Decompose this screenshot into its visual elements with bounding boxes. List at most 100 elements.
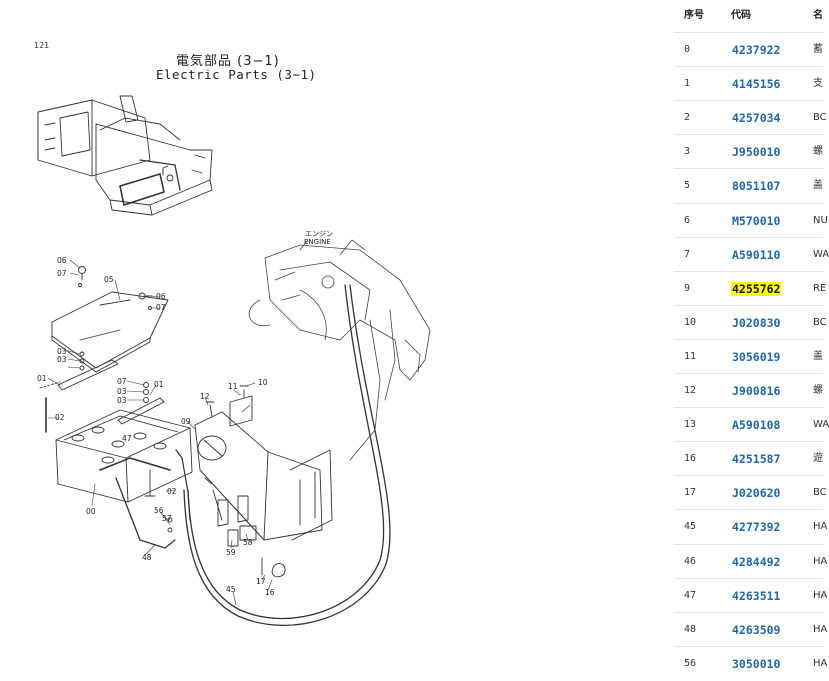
- callout-label[interactable]: 58: [243, 538, 253, 547]
- relay-bracket: [194, 385, 333, 578]
- part-name: BC: [813, 316, 827, 328]
- leader-lines: [47, 259, 273, 606]
- callout-label[interactable]: 03: [57, 355, 67, 364]
- callout-label[interactable]: 01: [154, 380, 164, 389]
- part-code-link[interactable]: 4257034: [732, 111, 781, 126]
- callout-label[interactable]: 06: [57, 256, 67, 265]
- part-code-link[interactable]: 3050010: [732, 656, 781, 671]
- row-index: 0: [684, 44, 691, 55]
- column-header-name: 名: [813, 10, 823, 21]
- part-name: HA: [813, 521, 828, 533]
- table-row[interactable]: 48 4263509 HA: [674, 611, 827, 647]
- callout-label[interactable]: 03: [117, 396, 127, 405]
- callout-label[interactable]: 02: [55, 413, 65, 422]
- row-index: 5: [684, 180, 691, 192]
- row-index: 3: [684, 146, 691, 158]
- part-name: HA: [813, 623, 828, 635]
- callout-label[interactable]: 03: [117, 387, 127, 396]
- row-index: 45: [684, 521, 697, 533]
- callout-label[interactable]: 07: [57, 269, 67, 278]
- row-index: 47: [684, 589, 697, 601]
- part-code-link[interactable]: 4263511: [732, 588, 781, 603]
- part-code-link-highlighted[interactable]: 4255762: [731, 281, 782, 296]
- callout-label[interactable]: 16: [265, 588, 275, 597]
- part-name: 蓄: [813, 44, 823, 55]
- diagram-title-jp: 電気部品 (3−1): [176, 54, 280, 69]
- callout-label[interactable]: 07: [156, 303, 166, 312]
- part-code-link[interactable]: 4263509: [732, 622, 781, 637]
- part-code-link[interactable]: 4145156: [732, 77, 781, 92]
- engine-sketch: [248, 239, 431, 461]
- row-index: 10: [684, 316, 697, 328]
- page-number: 121: [34, 41, 50, 50]
- callout-label[interactable]: 10: [258, 378, 268, 387]
- callout-label[interactable]: 06: [156, 292, 166, 301]
- part-code-link[interactable]: 4277392: [732, 520, 781, 535]
- callout-label[interactable]: 03: [57, 347, 67, 356]
- callout-label[interactable]: 05: [104, 275, 114, 284]
- callout-label[interactable]: 12: [200, 392, 210, 401]
- engine-label-en: ENGINE: [304, 238, 331, 246]
- callout-label[interactable]: 00: [86, 507, 96, 516]
- part-name: 螺: [813, 146, 823, 158]
- callout-label[interactable]: 59: [226, 548, 236, 557]
- part-code-link[interactable]: 4284492: [732, 554, 781, 569]
- table-row[interactable]: 10 J020830 BC: [674, 304, 827, 340]
- part-code-link[interactable]: 3056019: [732, 349, 781, 364]
- table-row[interactable]: 3 J950010 螺: [674, 134, 823, 169]
- callout-label[interactable]: 11: [228, 382, 238, 391]
- part-code-link[interactable]: J900816: [732, 384, 781, 399]
- row-index: 56: [684, 657, 697, 669]
- part-code-link[interactable]: A590108: [732, 418, 781, 433]
- part-code-link[interactable]: J020830: [732, 315, 781, 330]
- row-index: 48: [684, 623, 697, 635]
- table-row[interactable]: 47 4263511 HA: [674, 577, 827, 613]
- part-name: 盖: [813, 180, 823, 192]
- column-header-code: 代码: [731, 10, 751, 21]
- callout-label[interactable]: 07: [117, 377, 127, 386]
- callout-label[interactable]: 09: [181, 417, 191, 426]
- row-index: 11: [684, 350, 697, 362]
- callout-label[interactable]: 45: [226, 585, 236, 594]
- callout-label[interactable]: 17: [256, 577, 266, 586]
- part-name: BC: [813, 112, 827, 124]
- callout-label[interactable]: 57: [162, 514, 172, 523]
- table-row[interactable]: 45 4277392 HA: [674, 509, 827, 544]
- table-row[interactable]: 5 8051107 盖: [674, 168, 823, 203]
- part-code-link[interactable]: M570010: [732, 213, 781, 228]
- callout-label[interactable]: 48: [142, 553, 152, 562]
- callout-label[interactable]: 01: [37, 374, 47, 383]
- row-index: 9: [684, 282, 691, 294]
- part-code-link[interactable]: 8051107: [732, 179, 781, 194]
- column-header-no: 序号: [684, 10, 704, 21]
- part-code-link[interactable]: 4251587: [732, 452, 781, 467]
- part-code-link[interactable]: J950010: [732, 145, 781, 160]
- callout-label[interactable]: 02: [167, 487, 177, 496]
- row-index: 17: [684, 487, 697, 499]
- part-code-link[interactable]: J020620: [732, 486, 781, 501]
- callout-label[interactable]: 56: [154, 506, 164, 515]
- excavator-thumbnail: [37, 95, 213, 216]
- part-name: WA: [813, 248, 829, 260]
- diagram-title-en: Electric Parts (3−1): [156, 67, 317, 82]
- part-name: 遊: [813, 453, 823, 465]
- part-code-link[interactable]: 4237922: [732, 43, 781, 58]
- callout-label[interactable]: 47: [122, 434, 132, 443]
- row-index: 1: [684, 78, 691, 90]
- wire-harness: [183, 284, 391, 626]
- part-name: HA: [813, 589, 828, 601]
- table-row[interactable]: 0 4237922 蓄: [674, 32, 823, 67]
- part-code-link[interactable]: A590110: [732, 247, 781, 262]
